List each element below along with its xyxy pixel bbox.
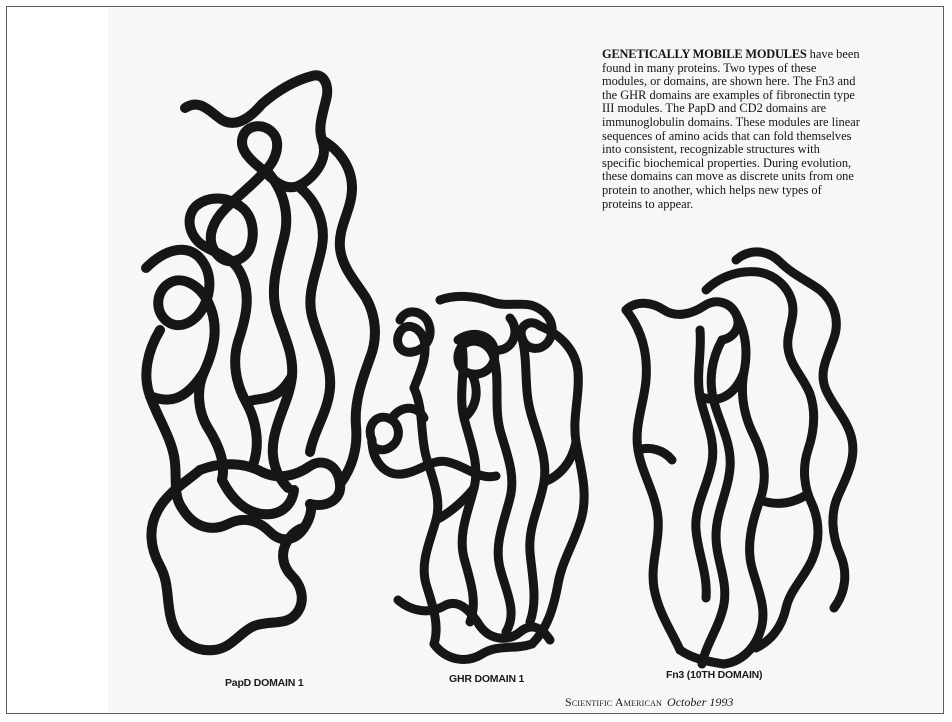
fn3-domain-label: Fn3 (10TH DOMAIN) (666, 669, 762, 681)
issue-date: October 1993 (667, 695, 733, 709)
caption-body: have been found in many proteins. Two ty… (602, 47, 860, 211)
figure-caption: GENETICALLY MOBILE MODULES have been fou… (602, 48, 860, 211)
ghr-domain-label: GHR DOMAIN 1 (449, 673, 524, 685)
papd-domain-label: PapD DOMAIN 1 (225, 677, 304, 689)
magazine-name: Scientific American (565, 695, 662, 709)
fn3-domain-ribbon (626, 252, 853, 664)
ghr-domain-ribbon (370, 296, 584, 659)
page-footer: Scientific American October 1993 (565, 695, 733, 710)
papd-domain-ribbon (146, 75, 375, 650)
caption-lead: GENETICALLY MOBILE MODULES (602, 47, 807, 61)
